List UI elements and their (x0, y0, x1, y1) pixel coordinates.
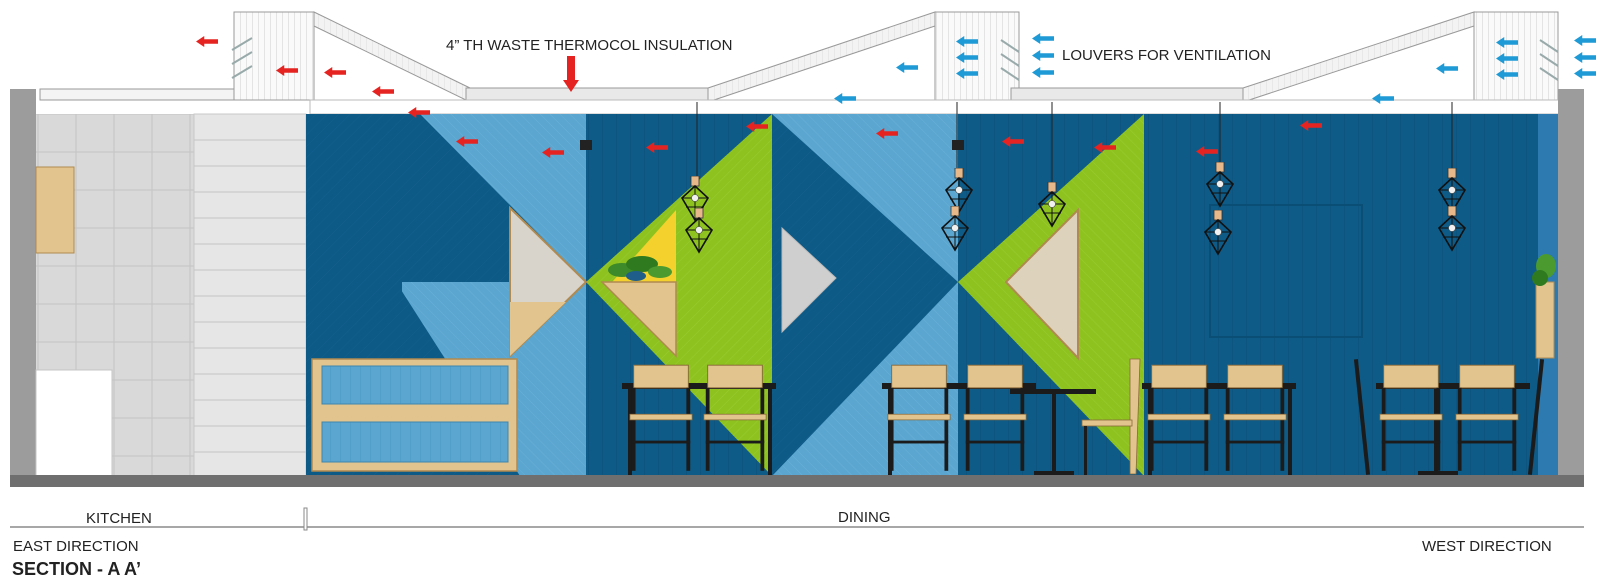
planter-box (600, 281, 677, 358)
blue-airflow-arrow-icon (1574, 68, 1596, 79)
kitchen-opening (35, 369, 113, 477)
red-airflow-arrow-icon (324, 67, 346, 78)
blue-airflow-arrow-icon (1436, 63, 1458, 74)
dining-table (882, 383, 1036, 389)
east-direction-label: EAST DIRECTION (13, 538, 139, 555)
wooden-shelf (35, 166, 75, 254)
louvers-annotation: LOUVERS FOR VENTILATION (1062, 47, 1271, 64)
blue-airflow-arrow-icon (1574, 52, 1596, 63)
chair (1081, 358, 1141, 475)
hot-air-arrows (196, 36, 1322, 158)
red-down-arrow-icon (563, 56, 579, 92)
zone-dimension-line (10, 507, 1584, 531)
section-title: SECTION - A A’ (12, 559, 142, 579)
dining-table (1376, 383, 1530, 389)
dining-table (622, 383, 776, 389)
triangle-panel (1004, 207, 1079, 361)
kitchen-area (35, 113, 307, 477)
insulation-annotation: 4” TH WASTE THERMOCOL INSULATION (446, 37, 733, 54)
west-direction-label: WEST DIRECTION (1422, 538, 1552, 555)
dining-furniture (622, 358, 1545, 475)
planter-box (1535, 281, 1555, 359)
red-airflow-arrow-icon (372, 86, 394, 97)
plant-icon (608, 256, 672, 281)
west-wall (1558, 89, 1584, 477)
red-airflow-arrow-icon (196, 36, 218, 47)
blue-airflow-arrow-icon (1032, 33, 1054, 44)
round-table (1010, 389, 1096, 394)
pendant-lamps (580, 102, 1466, 255)
kitchen-label: KITCHEN (86, 510, 152, 527)
ceiling-speaker-icon (580, 140, 592, 150)
storage-bench (311, 358, 518, 472)
blue-airflow-arrow-icon (1574, 35, 1596, 46)
east-wall (10, 89, 36, 477)
floor-slab (10, 475, 1584, 487)
ceiling-speaker-icon (952, 140, 964, 150)
roof (39, 11, 1561, 115)
blue-airflow-arrow-icon (1032, 67, 1054, 78)
wall-panel-frame (1209, 204, 1363, 338)
dining-table (1142, 383, 1296, 389)
triangle-panel (781, 226, 837, 334)
blue-airflow-arrow-icon (896, 62, 918, 73)
louver-panel (1473, 11, 1559, 101)
louver-panel (233, 11, 315, 101)
dining-label: DINING (838, 509, 891, 526)
blue-airflow-arrow-icon (1032, 50, 1054, 61)
plant-icon (1532, 254, 1556, 286)
